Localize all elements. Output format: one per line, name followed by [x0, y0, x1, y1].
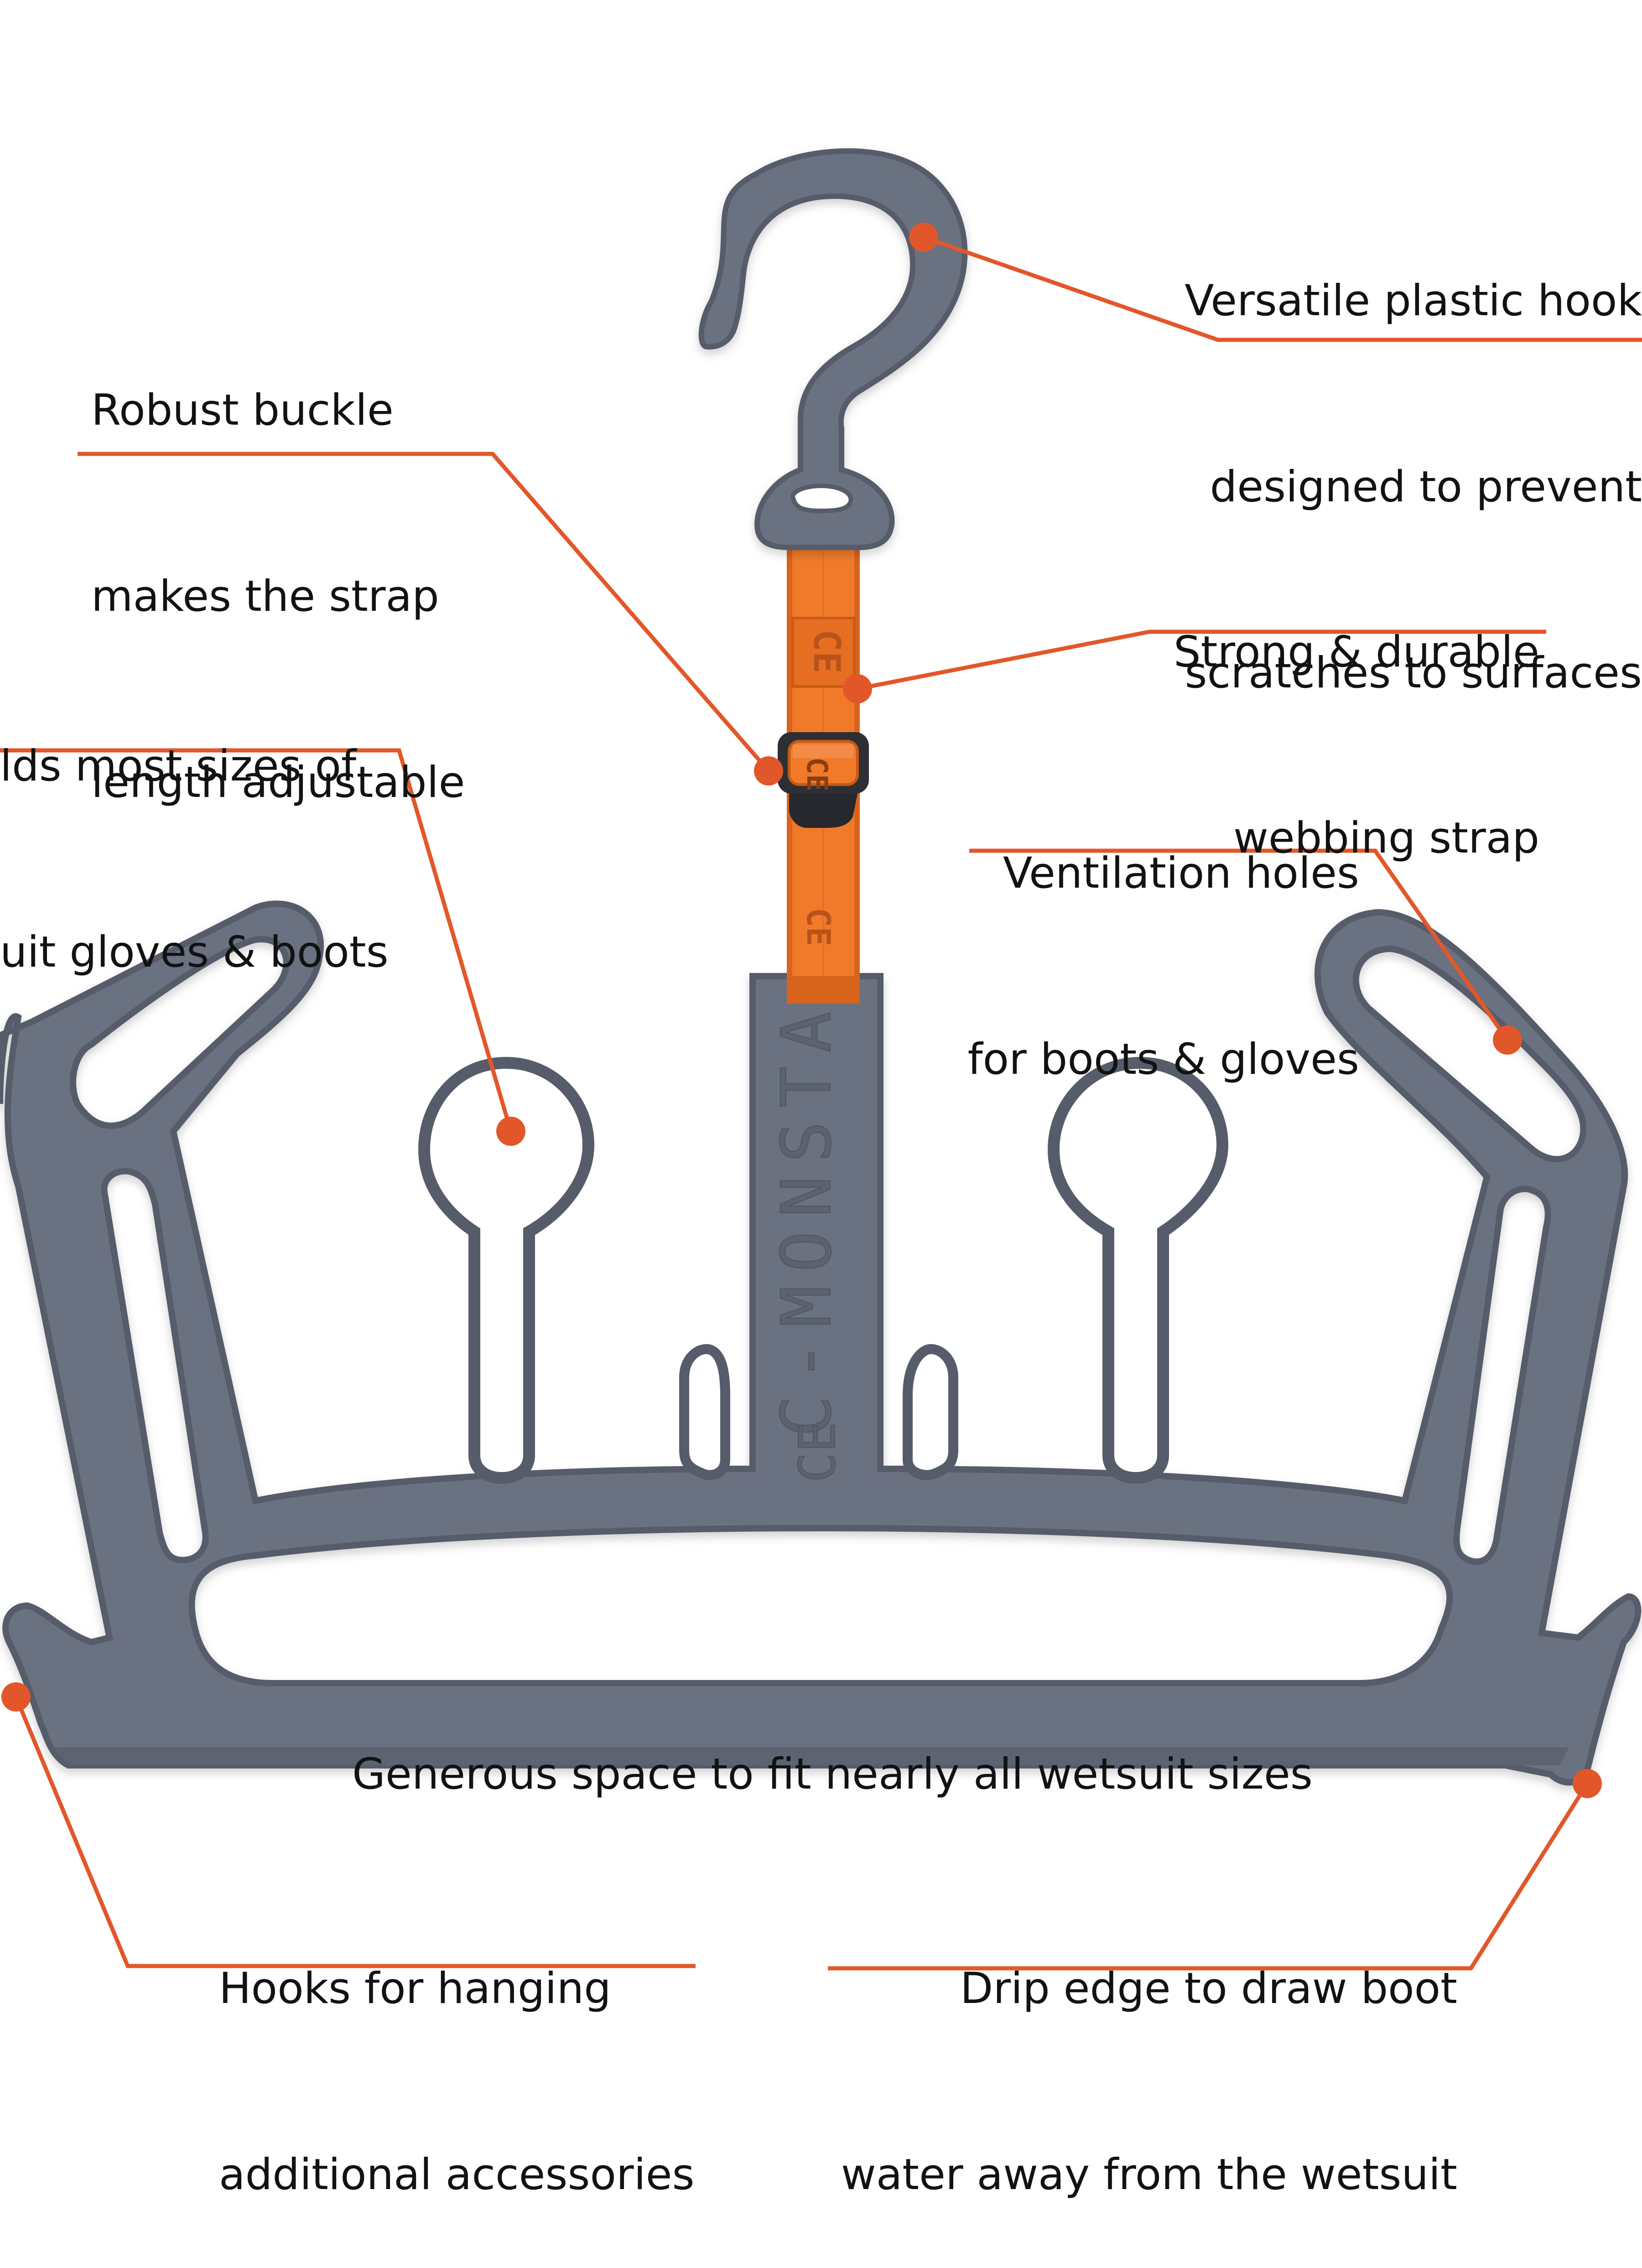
callout-line-ventilation: [969, 848, 1509, 1041]
logo-mark-strap-lower: CE: [800, 908, 837, 946]
callout-ventilation: Ventilation holes for boots & gloves: [968, 718, 1359, 1153]
center-notches: [679, 1344, 958, 1480]
callout-hook-line-3: scratches to surfaces: [1185, 648, 1642, 698]
callout-hooks-line-1: Hooks for hanging: [219, 1964, 611, 2013]
buckle: CE: [778, 732, 869, 828]
callout-buckle-line-2: makes the strap: [91, 572, 439, 621]
callout-lines: [0, 235, 1642, 1971]
callout-space: Generous space to fit nearly all wetsuit…: [347, 1619, 1318, 1867]
callout-space-text: Generous space to fit nearly all wetsuit…: [352, 1749, 1313, 1799]
ventilation-keyhole-left: [418, 1056, 595, 1484]
hook: [698, 148, 968, 550]
callout-line-holds: [0, 748, 513, 1132]
hanger-body: [0, 900, 1642, 1786]
product-illustration: C-MONSTA CE CE CE CE: [0, 148, 1642, 1971]
callout-dot-strap: [843, 674, 872, 703]
callout-hook: Versatile plastic hook designed to preve…: [1185, 146, 1642, 766]
callout-line-strap: [857, 629, 1546, 691]
callout-buckle: Robust buckle makes the strap length adj…: [91, 255, 465, 876]
brand-engraving: C-MONSTA: [767, 998, 847, 1437]
callout-holds: lds most sizes of uit gloves & boots: [0, 611, 389, 1046]
callout-buckle-line-1: Robust buckle: [91, 385, 394, 435]
callout-hooks: Hooks for hanging additional accessories: [219, 1834, 695, 2268]
ventilation-keyhole-right: [1047, 1056, 1229, 1484]
callout-buckle-line-3: length adjustable: [91, 758, 465, 807]
callout-line-hooks: [14, 1696, 696, 1968]
callout-drip: Drip edge to draw boot water away from t…: [841, 1834, 1457, 2268]
callout-drip-line-1: Drip edge to draw boot: [960, 1964, 1457, 2013]
stem-engraving: C-MONSTA CE: [767, 998, 847, 1483]
callout-dot-ventilation: [1493, 1025, 1522, 1055]
callout-line-drip: [828, 1782, 1589, 1971]
callout-dot-drip: [1573, 1769, 1602, 1798]
callout-strap: Strong & durable webbing strap: [1174, 497, 1539, 931]
callout-ventilation-line-2: for boots & gloves: [967, 1035, 1359, 1084]
logo-mark-stem: CE: [788, 1422, 847, 1483]
callout-dot-buckle: [754, 756, 783, 785]
logo-mark-strap: CE: [805, 629, 848, 673]
callout-dot-holds: [496, 1117, 525, 1146]
callout-dots: [1, 223, 1602, 1798]
callout-holds-line-1: lds most sizes of: [0, 741, 357, 791]
callout-hooks-line-2: additional accessories: [219, 2150, 695, 2200]
callout-dot-hook: [909, 223, 938, 252]
callout-drip-line-2: water away from the wetsuit: [841, 2150, 1457, 2200]
logo-mark-buckle: CE: [800, 757, 834, 791]
callout-ventilation-line-1: Ventilation holes: [1003, 848, 1359, 898]
shoulder-slots: [596, 1241, 639, 1501]
callout-dot-hooks: [1, 1682, 31, 1711]
callout-strap-line-2: webbing strap: [1233, 813, 1539, 863]
callout-holds-line-2: uit gloves & boots: [0, 927, 389, 977]
callout-line-buckle: [78, 452, 770, 772]
callout-strap-line-1: Strong & durable: [1173, 627, 1539, 677]
callout-hook-line-1: Versatile plastic hook: [1185, 276, 1642, 326]
callout-hook-line-2: designed to prevent: [1210, 462, 1642, 512]
callout-line-hook: [923, 235, 1642, 342]
